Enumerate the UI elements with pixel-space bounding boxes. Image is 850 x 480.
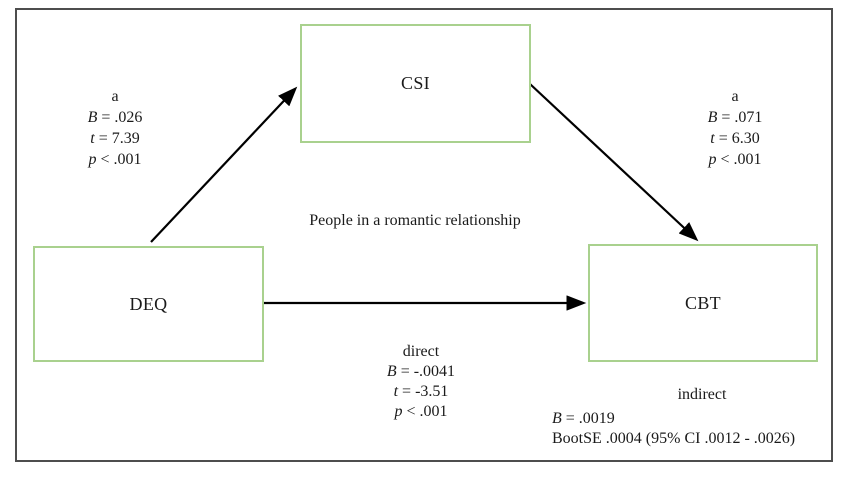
path-a-left-title: a	[111, 88, 119, 105]
outcome-box-label: CBT	[685, 292, 721, 313]
predictor-box-deq: DEQ	[33, 246, 264, 362]
sample-note: People in a romantic relationship	[309, 212, 521, 229]
path-a-left-t: t = 7.39	[90, 130, 140, 147]
outcome-box-cbt: CBT	[588, 244, 818, 362]
direct-path-b: B = -.0041	[386, 363, 456, 380]
path-a-right-b: B = .071	[707, 109, 763, 126]
indirect-effect-bootse: BootSE .0004 (95% CI .0012 - .0026)	[552, 430, 796, 447]
mediator-box-csi: CSI	[300, 24, 531, 143]
path-a-right-stats: a B = .071 t = 6.30 p < .001	[675, 86, 795, 170]
indirect-effect-stats: indirect B = .0019 BootSE .0004 (95% CI …	[552, 385, 850, 449]
path-a-right-title: a	[731, 88, 739, 105]
path-a-left-b: B = .026	[87, 109, 143, 126]
indirect-effect-title: indirect	[677, 386, 727, 403]
direct-path-stats: direct B = -.0041 t = -3.51 p < .001	[351, 342, 491, 422]
mediator-box-label: CSI	[401, 73, 430, 93]
path-a-left-p: p < .001	[88, 151, 142, 168]
direct-path-t: t = -3.51	[393, 383, 449, 400]
indirect-effect-b: B = .0019	[552, 410, 615, 427]
path-a-right-t: t = 6.30	[710, 130, 760, 147]
direct-path-p: p < .001	[394, 403, 448, 420]
path-a-left-stats: a B = .026 t = 7.39 p < .001	[55, 86, 175, 170]
path-a-right-p: p < .001	[708, 151, 762, 168]
direct-path-title: direct	[402, 343, 440, 360]
predictor-box-label: DEQ	[129, 293, 168, 314]
